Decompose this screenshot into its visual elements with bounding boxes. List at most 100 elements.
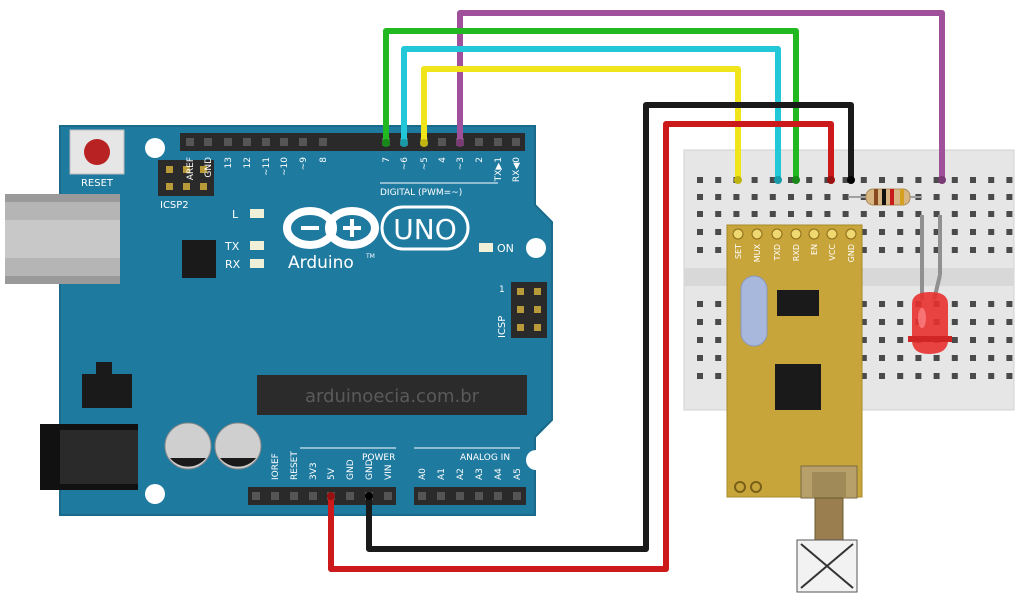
analog-header	[414, 487, 526, 505]
breadboard-hole	[1006, 247, 1013, 253]
wire-endpoints	[327, 139, 946, 500]
breadboard-hole	[951, 337, 958, 343]
breadboard-hole	[915, 211, 922, 217]
wires	[328, 10, 945, 572]
breadboard-hole	[988, 373, 995, 379]
header-socket	[309, 492, 317, 500]
breadboard-hole	[824, 211, 831, 217]
header-socket	[186, 138, 194, 146]
header-socket	[252, 492, 260, 500]
red-led	[908, 215, 952, 354]
breadboard-hole	[933, 211, 940, 217]
module-pin	[826, 228, 838, 240]
power-header	[248, 487, 396, 505]
breadboard-hole	[951, 373, 958, 379]
led-tx	[250, 241, 264, 250]
voltage-regulator	[82, 362, 132, 408]
mounting-hole	[145, 484, 165, 504]
led-l-label: L	[232, 208, 239, 221]
breadboard-hole	[897, 373, 904, 379]
digital-pin-label: 13	[224, 157, 234, 168]
header-socket	[438, 138, 446, 146]
wire-purple-pin3-to-led	[457, 10, 945, 183]
breadboard-hole	[751, 211, 758, 217]
module-pin-label: EN	[810, 244, 819, 255]
icsp2-label: ICSP2	[160, 200, 189, 211]
breadboard-hole	[897, 337, 904, 343]
breadboard-hole	[879, 355, 885, 361]
arduino-brand-label: Arduino	[288, 253, 354, 273]
header-socket	[494, 138, 502, 146]
header-socket	[512, 138, 520, 146]
breadboard-hole	[715, 247, 722, 253]
breadboard-hole	[897, 301, 904, 307]
header-socket	[224, 138, 232, 146]
uno-badge: UNO	[380, 205, 470, 251]
breadboard-hole	[806, 194, 813, 200]
breadboard-hole	[1006, 319, 1013, 325]
power-pin-label: 5V	[327, 467, 337, 480]
digital-pin-label: 8	[319, 157, 329, 163]
icsp-header	[511, 282, 547, 338]
breadboard-hole	[951, 247, 958, 253]
breadboard-hole	[860, 247, 867, 253]
icsp-pin1-label: 1	[499, 285, 505, 295]
breadboard-hole	[970, 177, 976, 183]
icsp-label: ICSP	[497, 316, 508, 338]
header-socket	[494, 492, 502, 500]
antenna-connector	[796, 465, 858, 593]
breadboard-hole	[897, 177, 904, 183]
breadboard-hole	[988, 177, 995, 183]
breadboard-hole	[988, 247, 995, 253]
breadboard-hole	[988, 355, 995, 361]
breadboard-hole	[715, 355, 722, 361]
module-chip	[777, 290, 819, 316]
breadboard-hole	[988, 229, 995, 235]
mounting-hole	[526, 238, 546, 258]
breadboard-hole	[697, 211, 703, 217]
breadboard-hole	[915, 229, 922, 235]
breadboard-hole	[879, 319, 885, 325]
breadboard-hole	[879, 211, 885, 217]
module-crystal	[740, 275, 768, 347]
module-pin-label: RXD	[792, 244, 801, 261]
breadboard-hole	[951, 177, 958, 183]
breadboard-hole	[842, 211, 849, 217]
breadboard-hole	[697, 319, 703, 325]
header-socket	[475, 138, 483, 146]
power-header-label: POWER	[362, 453, 395, 463]
breadboard-hole	[1006, 194, 1013, 200]
breadboard-hole	[933, 247, 940, 253]
breadboard-hole	[970, 247, 976, 253]
breadboard-hole	[697, 177, 703, 183]
breadboard-hole	[1006, 177, 1013, 183]
digital-pin-label: 4	[438, 157, 448, 163]
breadboard-hole	[951, 194, 958, 200]
power-pin-label: GND	[346, 459, 356, 480]
led-l	[250, 209, 264, 218]
module-pin-label: SET	[734, 244, 743, 259]
digital-pin-label: GND	[204, 157, 214, 178]
power-pin-label: GND	[365, 459, 375, 480]
breadboard-hole	[788, 177, 794, 183]
breadboard-hole	[970, 194, 976, 200]
module-pin-label: TXD	[773, 244, 782, 262]
digital-pin-label: ~3	[456, 157, 466, 170]
reset-button[interactable]	[69, 129, 125, 175]
digital-pin-label: ~9	[299, 157, 309, 171]
breadboard-hole	[988, 211, 995, 217]
module-pin	[771, 228, 783, 240]
breadboard-hole	[842, 177, 849, 183]
breadboard-hole	[879, 229, 885, 235]
breadboard-hole	[915, 373, 922, 379]
breadboard-hole	[751, 194, 758, 200]
breadboard-hole	[879, 301, 885, 307]
led-rx-label: RX	[225, 258, 241, 271]
trademark-label: TM	[365, 253, 375, 260]
digital-pin-label: RX◀0	[512, 157, 522, 182]
breadboard-hole	[970, 319, 976, 325]
breadboard-hole	[1006, 355, 1013, 361]
breadboard-hole	[1006, 373, 1013, 379]
